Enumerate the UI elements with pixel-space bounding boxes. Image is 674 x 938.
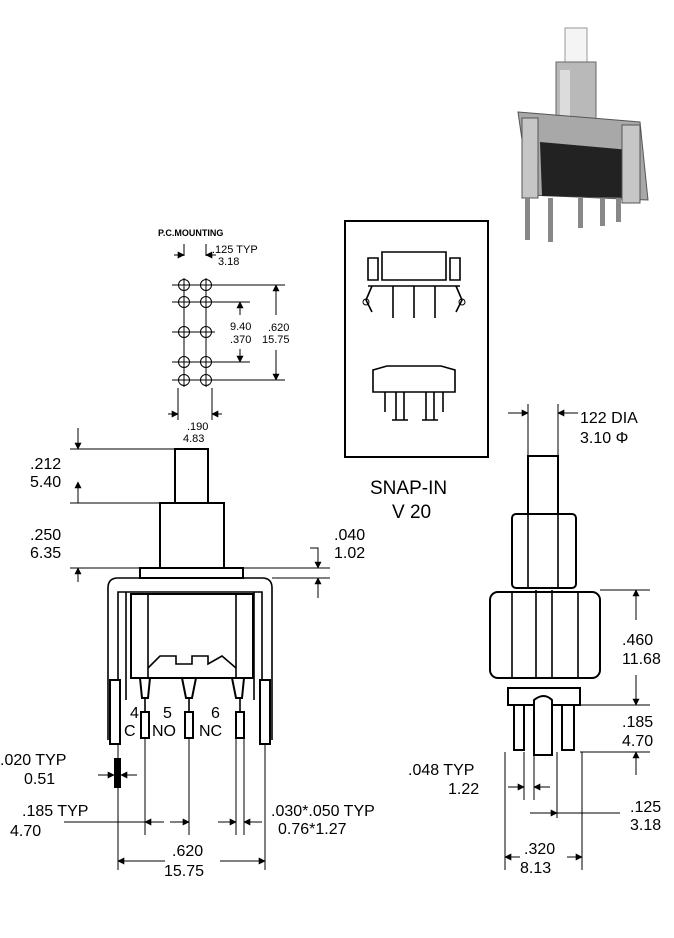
pc-pitch-in: .125 TYP bbox=[212, 244, 258, 256]
plunger bbox=[174, 448, 209, 504]
side-offset-mm: 3.18 bbox=[630, 817, 661, 834]
product-photo bbox=[517, 27, 649, 242]
pin-width-mm: 0.51 bbox=[24, 771, 55, 788]
thickness-in: .030*.050 TYP bbox=[271, 803, 375, 820]
pc-mounting-diagram: P.C.MOUNTING .125 TYP 3.18 bbox=[158, 228, 290, 445]
side-dia-mm: 3.10 Φ bbox=[580, 430, 628, 447]
plunger-height-mm: 5.40 bbox=[30, 474, 61, 491]
side-offset-in: .125 bbox=[630, 799, 661, 816]
term-no-number: 5 bbox=[163, 705, 172, 722]
front-view: .212 5.40 .250 6.35 .040 1.02 4 C 5 NO 6… bbox=[0, 428, 375, 880]
terminal-c bbox=[140, 711, 150, 739]
side-pin-in: .048 TYP bbox=[408, 762, 474, 779]
term-no-label: NO bbox=[152, 723, 176, 740]
bushing-height-mm: 6.35 bbox=[30, 545, 61, 562]
bracket bbox=[107, 577, 273, 740]
pc-col-mm: 4.83 bbox=[183, 433, 204, 445]
snap-in-diagram bbox=[344, 220, 489, 458]
side-leg-mm: 4.70 bbox=[622, 733, 653, 750]
pc-span-in: .620 bbox=[268, 322, 289, 334]
flange-height-in: .040 bbox=[334, 527, 365, 544]
side-width-in: .320 bbox=[524, 841, 555, 858]
flange bbox=[139, 567, 244, 579]
side-pin-mm: 1.22 bbox=[448, 781, 479, 798]
snap-in-title: SNAP-IN bbox=[370, 478, 447, 499]
housing bbox=[130, 593, 254, 679]
terminal-nc bbox=[235, 711, 245, 739]
pc-col-in: .190 bbox=[187, 421, 208, 433]
side-dia-in: 122 DIA bbox=[580, 410, 638, 427]
plunger-height-in: .212 bbox=[30, 456, 61, 473]
side-bushing bbox=[511, 513, 577, 589]
side-view: 122 DIA 3.10 Φ .460 11.68 .185 4.70 .048… bbox=[408, 404, 661, 877]
pc-mounting-title: P.C.MOUNTING bbox=[158, 228, 223, 238]
side-width-mm: 8.13 bbox=[520, 860, 551, 877]
term-nc-number: 6 bbox=[211, 705, 220, 722]
flange-height-mm: 1.02 bbox=[334, 545, 365, 562]
snap-in-model: V 20 bbox=[392, 502, 431, 523]
snap-in-frame bbox=[344, 220, 489, 458]
bushing-height-in: .250 bbox=[30, 527, 61, 544]
term-c-number: 4 bbox=[130, 705, 139, 722]
terminal-no bbox=[184, 711, 194, 739]
spacing-in: .185 TYP bbox=[22, 803, 88, 820]
bushing bbox=[159, 502, 225, 569]
thickness-mm: 0.76*1.27 bbox=[278, 821, 347, 838]
pc-row-in: 9.40 bbox=[230, 321, 251, 333]
width-mm: 15.75 bbox=[164, 863, 204, 880]
width-in: .620 bbox=[172, 843, 203, 860]
pc-span-mm: 15.75 bbox=[262, 334, 290, 346]
pc-pitch-mm: 3.18 bbox=[218, 256, 239, 268]
pc-row-mm: .370 bbox=[230, 334, 251, 346]
side-height-in: .460 bbox=[622, 632, 653, 649]
term-nc-label: NC bbox=[199, 723, 222, 740]
side-leg-in: .185 bbox=[622, 714, 653, 731]
side-height-mm: 11.68 bbox=[622, 651, 661, 668]
spacing-mm: 4.70 bbox=[10, 823, 41, 840]
pin-width-in: .020 TYP bbox=[0, 752, 66, 769]
side-plunger bbox=[527, 455, 559, 515]
term-c-label: C bbox=[124, 723, 136, 740]
side-housing bbox=[489, 591, 601, 679]
